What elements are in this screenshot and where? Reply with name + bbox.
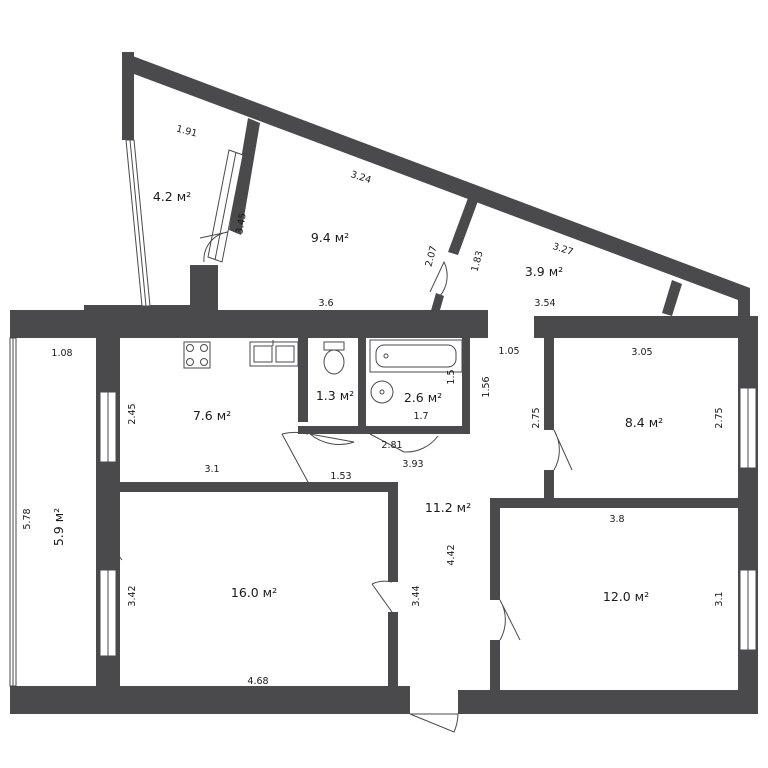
area-label-hall: 11.2 м² [425,500,471,515]
dim-label: 1.08 [51,348,72,359]
wall-kitchen-living [120,482,392,492]
balcony-top-door-stub [190,265,218,310]
door-living [371,580,393,613]
washbasin-icon [370,380,394,404]
outer-bottom-wall-left [10,686,410,714]
windows [9,139,757,687]
window-living [99,569,117,657]
area-label-bedroom-top-right: 8.4 м² [625,415,663,430]
door-bedroom-top-right [553,429,573,471]
dim-label: 3.27 [551,241,575,258]
wall-bath-right [462,334,470,434]
dim-label: 1.7 [413,411,428,422]
partition-9-4-3-9 [448,198,478,255]
door-bath [369,433,439,453]
dim-label: 3.8 [609,514,624,525]
dim-label: 2.75 [714,407,725,428]
dim-label: 2.75 [531,407,542,428]
area-label-toilet: 1.3 м² [316,388,354,403]
diagonal-outer-wall [122,52,750,322]
wall-hall-bedroom-bottom-lower [490,640,500,690]
area-labels: 4.2 м² 9.4 м² 3.9 м² 7.6 м² 1.3 м² 2.6 м… [51,189,663,604]
dim-label: 4.68 [247,676,268,687]
dim-label: 3.1 [714,591,725,606]
toilet-icon [323,341,345,375]
wall-toilet-bath [358,334,366,434]
area-label-room-3-9: 3.9 м² [525,264,563,279]
dim-label: 3.24 [349,169,373,186]
dim-label: 3.05 [631,347,652,358]
wall-living-right-bottom [388,612,398,690]
kitchen-sink-icon [249,340,299,367]
bathtub-icon [369,339,463,373]
dim-label: 3.42 [127,585,138,606]
door-kitchen [281,431,309,483]
dim-label: 1.53 [330,471,351,482]
dim-label: 3.6 [318,298,333,309]
partition-balcony-room [229,118,260,235]
dim-label: 2.07 [424,245,440,268]
dim-label: 1.91 [175,124,198,140]
dim-label: 5.78 [22,508,33,529]
dim-label: 1.05 [498,346,519,357]
wall-hall-bedroom-top-lower [544,470,554,500]
wall-living-right-top [388,482,398,582]
balcony-top-left-wall [122,52,134,140]
area-label-balcony-left: 5.9 м² [51,508,66,546]
window-kitchen [99,391,117,463]
wall-hall-bedroom-bottom [490,498,500,600]
dim-label: 3.45 [234,212,249,235]
door-balcony-top [199,231,229,263]
main-top-wall-right [534,316,750,338]
area-label-living-room: 16.0 м² [231,585,277,600]
area-label-balcony-top: 4.2 м² [153,189,191,204]
wall-bedrooms-between [490,498,740,508]
dim-label: 1.5 [446,369,457,384]
dim-label: 3.1 [204,464,219,475]
stove-icon [183,341,211,369]
main-top-wall-left [10,310,488,338]
dim-label: 4.42 [446,544,457,565]
door-room-3-9 [429,260,448,297]
door-toilet [309,433,355,445]
doors [99,231,573,733]
window-bedroom-top-right [739,387,757,469]
dim-label: 1.83 [470,250,486,273]
partition-3-9-right [662,280,682,316]
door-bedroom-bottom-right [499,599,521,641]
door-entrance [409,713,459,733]
outer-bottom-wall-right [458,690,758,714]
area-label-bedroom-bottom-right: 12.0 м² [603,589,649,604]
wall-hall-bedroom-top [544,334,554,430]
wall-kitchen-right [298,334,308,422]
area-label-bathroom: 2.6 м² [404,390,442,405]
dim-label: 3.54 [534,298,555,309]
dim-label: 3.44 [411,585,422,606]
area-label-room-9-4: 9.4 м² [311,230,349,245]
main-top-wall-lip [84,305,194,313]
wall-toilet-bottom [298,426,358,434]
fixtures [183,339,463,404]
window-balcony-top-left [125,139,151,307]
window-balcony-left [9,337,17,687]
dim-label: 3.93 [402,459,423,470]
area-label-kitchen: 7.6 м² [193,408,231,423]
dim-label: 2.81 [381,440,402,451]
dim-label: 2.45 [127,403,138,424]
wall-bath-bottom [366,426,466,434]
window-bedroom-bottom-right [739,569,757,651]
outer-right-wall [738,316,758,714]
dim-label: 1.56 [481,376,492,397]
door-balcony-left [99,529,123,561]
